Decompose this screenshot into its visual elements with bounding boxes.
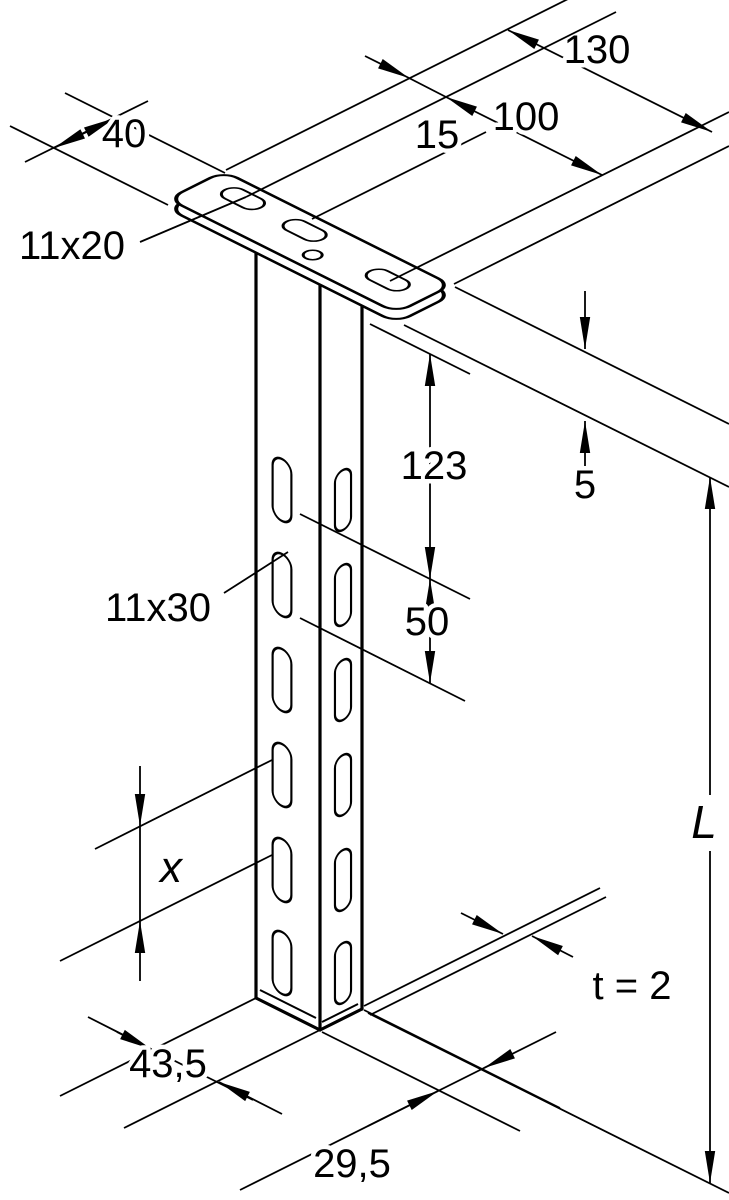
dimension-arrow <box>531 935 574 958</box>
plate-round-hole <box>301 249 324 261</box>
dim-label-plate-slot: 11x20 <box>19 224 125 268</box>
extension-line <box>369 896 607 1016</box>
dim-29-5-group: 29,5 <box>239 1009 561 1191</box>
dim-x-group: x <box>59 759 273 981</box>
dimension-line <box>507 29 713 133</box>
dim-40-group: 40 <box>9 92 226 206</box>
dimension-arrow <box>367 1090 439 1127</box>
channel-web-bottom <box>254 996 322 1032</box>
extension-line <box>225 0 569 171</box>
extension-line <box>64 92 226 174</box>
extension-line <box>299 513 471 600</box>
dim-15-100-group: 15 100 <box>245 11 729 282</box>
flange-slots-column <box>333 467 353 1006</box>
dim-43-5-group: 43,5 <box>59 997 321 1129</box>
channel-cut-inner-flange <box>321 1003 359 1023</box>
channel-cut-inner-web <box>259 989 317 1019</box>
web-slot <box>271 551 293 619</box>
channel-flange-bottom <box>318 1007 364 1032</box>
extension-line <box>123 1029 321 1129</box>
callout-profile-slot: 11x30 <box>100 551 289 635</box>
dimension-line <box>445 96 603 176</box>
flange-slot <box>333 752 353 818</box>
extension-line <box>363 1009 561 1109</box>
flange-slot <box>333 467 353 533</box>
dim-label-plate-width: 40 <box>102 112 147 156</box>
dim-label-wall-thickness: t = 2 <box>593 964 672 1008</box>
web-slot <box>271 836 293 904</box>
extension-line <box>369 323 471 375</box>
dimension-arrow <box>483 1031 557 1069</box>
extension-line <box>245 11 617 198</box>
dimension-arrow <box>218 1081 283 1115</box>
channel-profile <box>254 251 364 1032</box>
extension-line <box>363 887 601 1007</box>
dim-label-plate-thickness: 5 <box>574 463 596 507</box>
extension-line <box>59 997 257 1097</box>
dim-label-slot-pitch: 50 <box>405 600 450 644</box>
dim-label-plate-length: 130 <box>564 28 631 72</box>
extension-line <box>453 145 729 285</box>
dim-label-hole-spacing: 100 <box>493 95 560 139</box>
extension-line <box>9 125 169 206</box>
dimension-arrow <box>460 912 504 935</box>
flange-slot <box>333 847 353 913</box>
dim-label-slot-offset: 15 <box>415 113 460 157</box>
dim-t-group: t = 2 <box>363 887 676 1016</box>
web-slot <box>271 646 293 714</box>
head-plate <box>174 174 446 320</box>
plate-slot-right <box>364 268 411 292</box>
dimension-arrows <box>53 117 116 149</box>
dim-label-profile-width: 43,5 <box>129 1042 207 1086</box>
web-slots-column <box>271 456 293 997</box>
dim-label-top-to-first-slot: 123 <box>401 444 468 488</box>
leader-line <box>223 551 289 594</box>
dim-label-pitch-x: x <box>158 843 184 892</box>
dim-label-profile-length: L <box>691 796 717 848</box>
dimension-arrow <box>87 1016 152 1050</box>
extension-line <box>94 759 273 850</box>
flange-slot <box>333 562 353 628</box>
callout-plate-slot: 11x20 <box>14 196 247 273</box>
dimension-line <box>408 77 447 98</box>
leader-line <box>139 196 247 243</box>
flange-slot <box>333 940 353 1006</box>
extension-line <box>311 131 487 220</box>
web-slot <box>271 456 293 524</box>
plate-slot-middle <box>281 218 328 242</box>
dim-5-group: 5 <box>403 286 729 512</box>
dimension-arrow <box>364 55 410 79</box>
extension-line <box>403 324 729 488</box>
dim-L-group: L <box>367 477 729 1194</box>
extension-line <box>59 854 273 962</box>
dim-label-profile-depth: 29,5 <box>313 1142 391 1186</box>
head-plate-face <box>174 174 446 310</box>
extension-line <box>321 1031 521 1132</box>
flange-slot <box>333 657 353 723</box>
dim-label-profile-slot: 11x30 <box>105 586 211 630</box>
dim-50-group: 50 <box>299 579 466 702</box>
web-slot <box>271 741 293 809</box>
extension-line <box>389 111 729 282</box>
extension-line <box>299 617 466 702</box>
dim-123-group: 123 <box>299 323 472 600</box>
dim-130-group: 130 <box>225 0 729 285</box>
web-slot <box>271 929 293 997</box>
extension-line <box>454 286 729 425</box>
